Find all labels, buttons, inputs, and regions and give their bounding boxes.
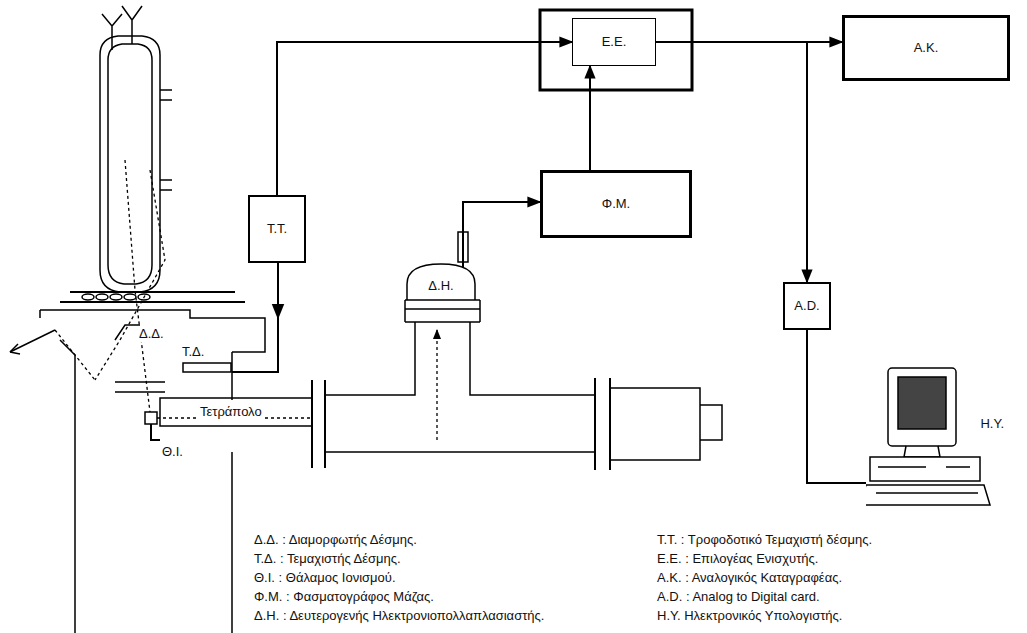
node-label: Ε.Ε. bbox=[602, 35, 627, 50]
legend-line: A.D. : Analog to Digital card. bbox=[655, 589, 822, 605]
heater-leads bbox=[115, 382, 165, 392]
side-tubes bbox=[160, 90, 172, 190]
legend-line: Ε.Ε. : Επιλογέας Ενισχυτής. bbox=[655, 551, 820, 567]
legend-line: Δ.Δ. : Διαμορφωτής Δέσμης. bbox=[252, 532, 419, 548]
part-label: Δ.Δ. bbox=[137, 326, 166, 342]
node-label: Α.Κ. bbox=[914, 41, 939, 56]
signal-connector bbox=[463, 202, 540, 268]
funnel-right bbox=[122, 6, 142, 44]
flask-inner bbox=[108, 44, 152, 284]
adc-card-box: A.D. bbox=[783, 282, 831, 330]
beam-path-deflected bbox=[95, 170, 165, 380]
power-supply-box: Τ.Τ. bbox=[248, 195, 306, 263]
signal-connector bbox=[589, 66, 591, 170]
amplifier-selector-box: Ε.Ε. bbox=[572, 18, 656, 66]
flange-top bbox=[405, 300, 480, 322]
signal-connector bbox=[807, 330, 866, 483]
legend-line: Θ.Ι. : Θάλαμος Ιονισμού. bbox=[252, 570, 398, 586]
pump bbox=[610, 388, 722, 460]
beam-path-exit bbox=[55, 330, 95, 380]
selector-housing bbox=[540, 10, 692, 90]
ionisation-chamber bbox=[145, 412, 157, 424]
flange-right bbox=[595, 378, 610, 470]
part-label: Τετράπολο bbox=[198, 404, 264, 420]
node-label: Η.Υ. bbox=[978, 417, 1006, 432]
node-label: A.D. bbox=[794, 299, 819, 314]
multiplier-dome: Δ.Η. bbox=[406, 262, 476, 300]
legend-line: Δ.Η. : Δευτερογενής Ηλεκτρονιοπολλαπλασι… bbox=[252, 608, 546, 624]
oven-coils bbox=[82, 294, 150, 300]
flange-left bbox=[312, 380, 325, 468]
legend-line: Η.Υ. Ηλεκτρονικός Υπολογιστής. bbox=[655, 608, 844, 624]
part-label: Τ.Δ. bbox=[180, 344, 206, 360]
chopper-drive-line bbox=[232, 262, 278, 372]
signal-connector bbox=[277, 42, 572, 195]
ion-path bbox=[436, 330, 437, 440]
funnel-left bbox=[102, 14, 122, 50]
computer-icon: Η.Υ. bbox=[866, 365, 1006, 510]
node-label: Δ.Η. bbox=[428, 279, 453, 294]
node-label: Φ.Μ. bbox=[602, 197, 630, 212]
quadrupole-tube bbox=[160, 398, 312, 426]
legend-line: Α.Κ. : Αναλογικός Καταγραφέας. bbox=[655, 570, 844, 586]
exit-arrowhead bbox=[10, 344, 20, 354]
chopper-drive-arrow bbox=[277, 300, 279, 318]
ionisation-lead bbox=[151, 424, 160, 440]
legend-line: Τ.Τ. : Τροφοδοτικό Τεμαχιστή δέσμης. bbox=[655, 532, 874, 548]
signal-connector bbox=[656, 42, 807, 282]
chamber-left-wall bbox=[40, 310, 75, 633]
node-label: Τ.Τ. bbox=[267, 222, 287, 237]
chopper bbox=[183, 363, 231, 372]
t-pipe bbox=[325, 322, 595, 452]
beam-exit bbox=[10, 330, 55, 352]
recorder-box: Α.Κ. bbox=[842, 15, 1010, 81]
part-label: Θ.Ι. bbox=[160, 444, 185, 460]
base-plate bbox=[60, 292, 245, 302]
mass-spectrometer-box: Φ.Μ. bbox=[540, 170, 692, 238]
computer-drawing bbox=[866, 365, 1006, 510]
flask-outer bbox=[100, 36, 160, 292]
legend-line: Τ.Δ. : Τεμαχιστής Δέσμης. bbox=[252, 551, 403, 567]
legend-line: Φ.Μ. : Φασματογράφος Μάζας. bbox=[252, 589, 436, 605]
chamber-wall bbox=[40, 310, 265, 633]
beam-path bbox=[125, 160, 150, 412]
